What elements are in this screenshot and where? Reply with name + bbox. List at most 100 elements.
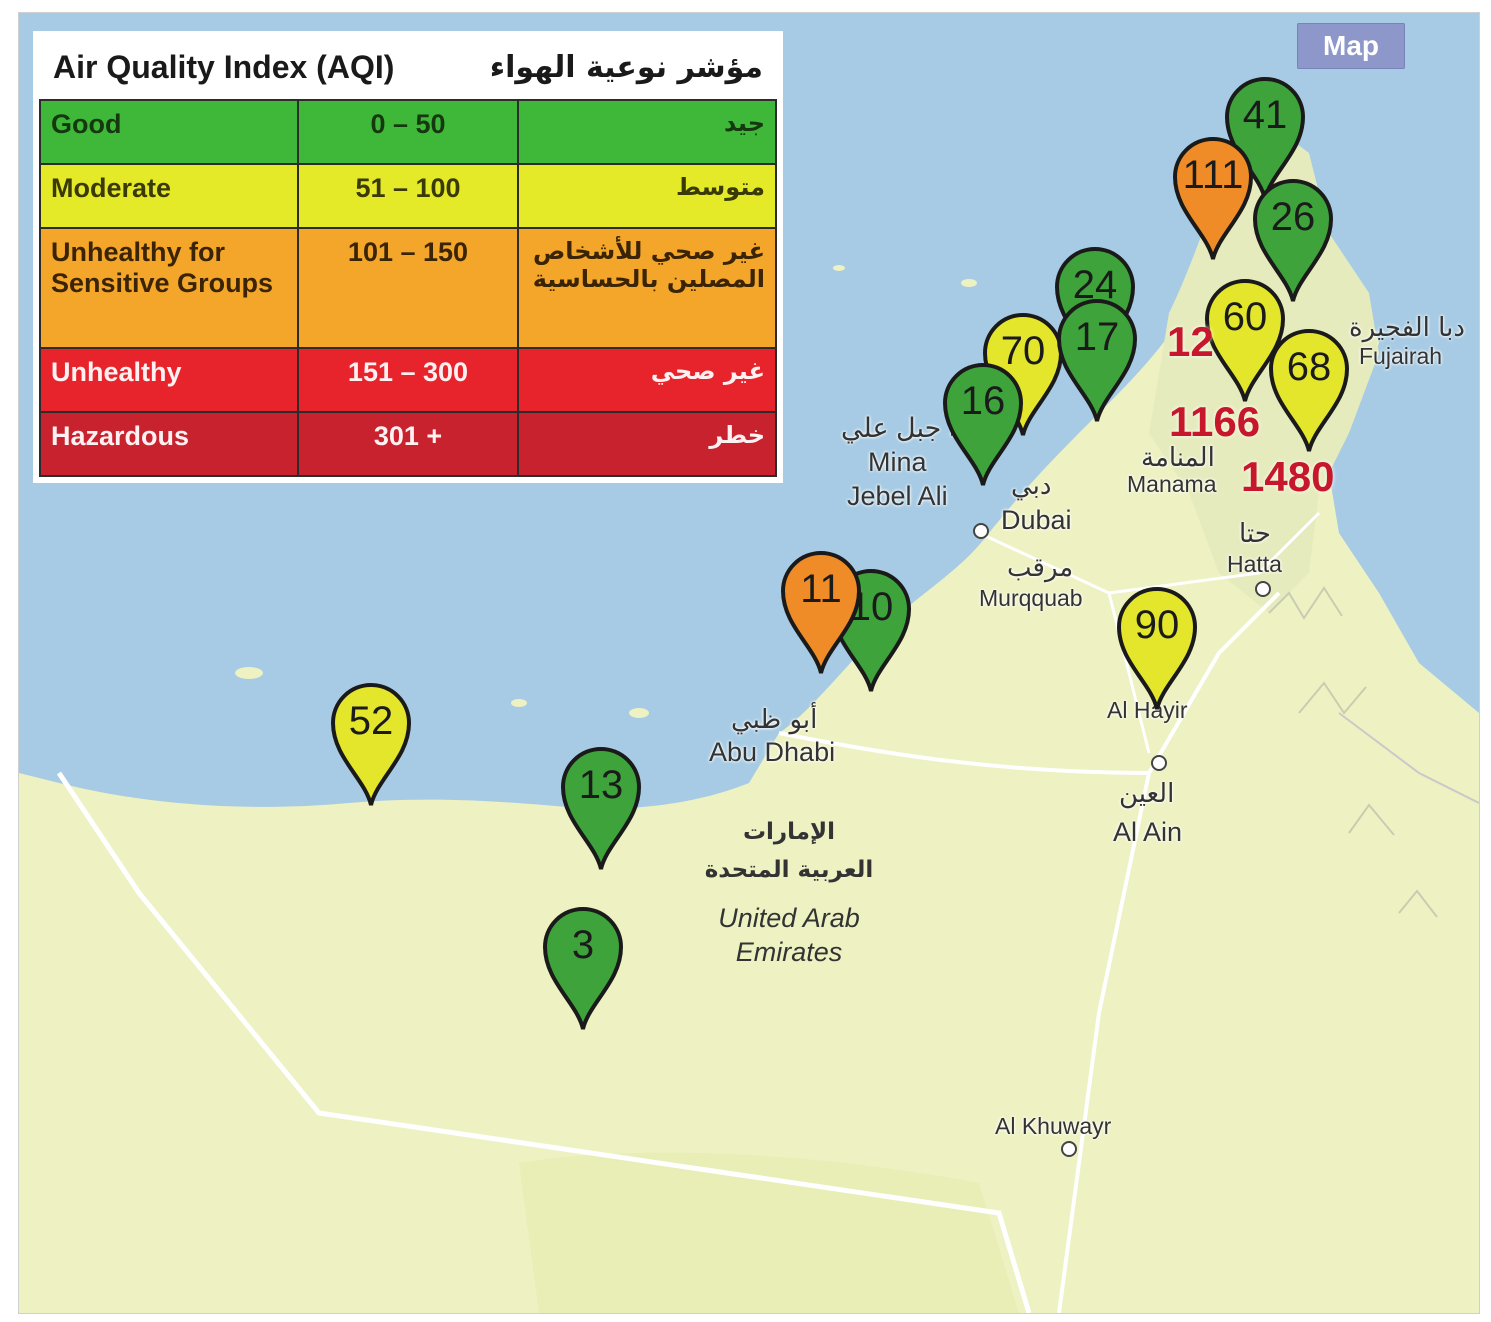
place-label-manama-ar: المنامة xyxy=(1141,443,1215,473)
aqi-marker[interactable]: 90 xyxy=(1111,583,1203,713)
map-pin-icon xyxy=(780,551,862,674)
island xyxy=(629,708,649,718)
legend-category-ar: غير صحي للأشخاص المصلين بالحساسية xyxy=(517,227,777,349)
road xyxy=(1057,772,1151,1313)
legend-row-unhealthy: Unhealthy 151 – 300 غير صحي xyxy=(39,347,777,413)
aqi-marker[interactable]: 17 xyxy=(1051,295,1143,425)
aqi-marker[interactable]: 111 xyxy=(1167,133,1259,263)
aqi-marker-value: 3 xyxy=(571,923,595,967)
map-pin-icon xyxy=(1116,587,1198,710)
place-label-mina-jebel-ali: Mina Jebel Ali xyxy=(847,447,948,511)
aqi-marker-value: 26 xyxy=(1270,195,1316,239)
road xyxy=(56,771,1032,1313)
aqi-marker[interactable]: 11 xyxy=(775,547,867,677)
aqi-marker[interactable]: 16 xyxy=(937,359,1029,489)
map-pin-icon xyxy=(1268,329,1350,452)
island xyxy=(833,265,845,271)
country-label: الإمارات العربية المتحدة United Arab Emi… xyxy=(689,813,889,969)
place-label-al-hayir: Al Hayir xyxy=(1107,697,1188,723)
island xyxy=(961,279,977,287)
map-pin-icon xyxy=(1224,77,1306,200)
desert-area xyxy=(519,1152,1019,1313)
legend-range: 0 – 50 xyxy=(296,99,520,165)
aqi-marker[interactable]: 70 xyxy=(977,309,1069,439)
place-label-al-ain: Al Ain xyxy=(1113,817,1183,847)
location-dot-al-ain xyxy=(1151,755,1167,771)
legend-category: Moderate xyxy=(39,163,299,229)
aqi-marker-value: 52 xyxy=(348,699,394,743)
legend-category-ar: خطر xyxy=(517,411,777,477)
hazard-value: 1480 xyxy=(1241,453,1335,500)
map-pin-icon xyxy=(560,747,642,870)
aqi-marker[interactable]: 3 xyxy=(537,903,629,1033)
legend-table: Good 0 – 50 جيد Moderate 51 – 100 متوسط … xyxy=(39,99,777,477)
place-label-murqquab-ar: مرقب xyxy=(1007,553,1074,583)
aqi-marker-value: 16 xyxy=(960,379,1006,423)
country-label-en: United Arab Emirates xyxy=(718,903,860,967)
map-type-button[interactable]: Map xyxy=(1297,23,1405,69)
location-dot-hatta xyxy=(1255,581,1271,597)
location-dot-al-khuwayr xyxy=(1061,1141,1077,1157)
aqi-marker-value: 111 xyxy=(1182,153,1244,197)
map-pin-icon xyxy=(1204,279,1286,402)
legend-title-ar: مؤشر نوعية الهواء xyxy=(489,49,763,85)
map-canvas[interactable]: Map ميناء جبل علي Mina Jebel Ali دبي Dub… xyxy=(18,12,1480,1314)
island xyxy=(235,667,263,679)
aqi-marker[interactable]: 13 xyxy=(555,743,647,873)
aqi-marker-value: 13 xyxy=(578,763,624,807)
legend-row-moderate: Moderate 51 – 100 متوسط xyxy=(39,163,777,229)
map-pin-icon xyxy=(542,907,624,1030)
legend-category: Good xyxy=(39,99,299,165)
hazard-value: 1166 xyxy=(1169,398,1261,445)
island xyxy=(511,699,527,707)
aqi-marker[interactable]: 41 xyxy=(1219,73,1311,203)
aqi-marker[interactable]: 68 xyxy=(1263,325,1355,455)
map-pin-icon xyxy=(942,363,1024,486)
legend-row-unhealthy-sensitive: Unhealthy for Sensitive Groups 101 – 150… xyxy=(39,227,777,349)
aqi-marker-value: 90 xyxy=(1134,603,1180,647)
road xyxy=(1108,511,1321,595)
legend-header: Air Quality Index (AQI) مؤشر نوعية الهوا… xyxy=(39,35,777,99)
legend-category: Unhealthy for Sensitive Groups xyxy=(39,227,299,349)
legend-category-ar: جيد xyxy=(517,99,777,165)
legend-range: 101 – 150 xyxy=(296,227,520,349)
legend-category-ar: غير صحي xyxy=(517,347,777,413)
place-label-abu-dhabi: Abu Dhabi xyxy=(709,737,836,767)
map-pin-icon xyxy=(1056,299,1138,422)
aqi-marker-value: 41 xyxy=(1242,93,1288,137)
legend-row-hazardous: Hazardous 301 + خطر xyxy=(39,411,777,477)
legend-category: Unhealthy xyxy=(39,347,299,413)
aqi-marker-value: 11 xyxy=(800,567,842,611)
aqi-marker[interactable]: 52 xyxy=(325,679,417,809)
legend-title: Air Quality Index (AQI) xyxy=(53,48,395,85)
map-pin-icon xyxy=(1252,179,1334,302)
place-label-hatta: Hatta xyxy=(1227,551,1282,577)
hazard-value: 12 xyxy=(1167,318,1214,365)
place-label-fujairah: Fujairah xyxy=(1359,343,1443,369)
place-label-abu-dhabi-ar: أبو ظبي xyxy=(731,705,818,735)
road xyxy=(778,591,1281,776)
place-label-hatta-ar: حتا xyxy=(1239,519,1271,549)
location-dot-dubai xyxy=(973,523,989,539)
place-label-murqquab: Murqquab xyxy=(979,585,1083,611)
legend-category-ar: متوسط xyxy=(517,163,777,229)
aqi-marker[interactable]: 60 xyxy=(1199,275,1291,405)
map-pin-icon xyxy=(330,683,412,806)
road xyxy=(1338,712,1479,804)
legend-range: 51 – 100 xyxy=(296,163,520,229)
legend-range: 151 – 300 xyxy=(296,347,520,413)
aqi-marker-value: 17 xyxy=(1074,315,1120,359)
place-label-dubai: Dubai xyxy=(1001,505,1072,535)
legend-range: 301 + xyxy=(296,411,520,477)
legend-category: Hazardous xyxy=(39,411,299,477)
place-label-fujairah-ar: دبا الفجيرة xyxy=(1349,313,1465,343)
country-label-ar: الإمارات العربية المتحدة xyxy=(704,819,874,883)
legend-row-good: Good 0 – 50 جيد xyxy=(39,99,777,165)
place-label-al-khuwayr: Al Khuwayr xyxy=(995,1113,1112,1139)
land-area xyxy=(19,133,1479,1313)
aqi-marker-value: 68 xyxy=(1286,345,1332,389)
aqi-marker-value: 70 xyxy=(1000,329,1046,373)
aqi-marker[interactable]: 26 xyxy=(1247,175,1339,305)
mountain-texture xyxy=(1268,586,1438,918)
aqi-legend: Air Quality Index (AQI) مؤشر نوعية الهوا… xyxy=(33,31,783,483)
